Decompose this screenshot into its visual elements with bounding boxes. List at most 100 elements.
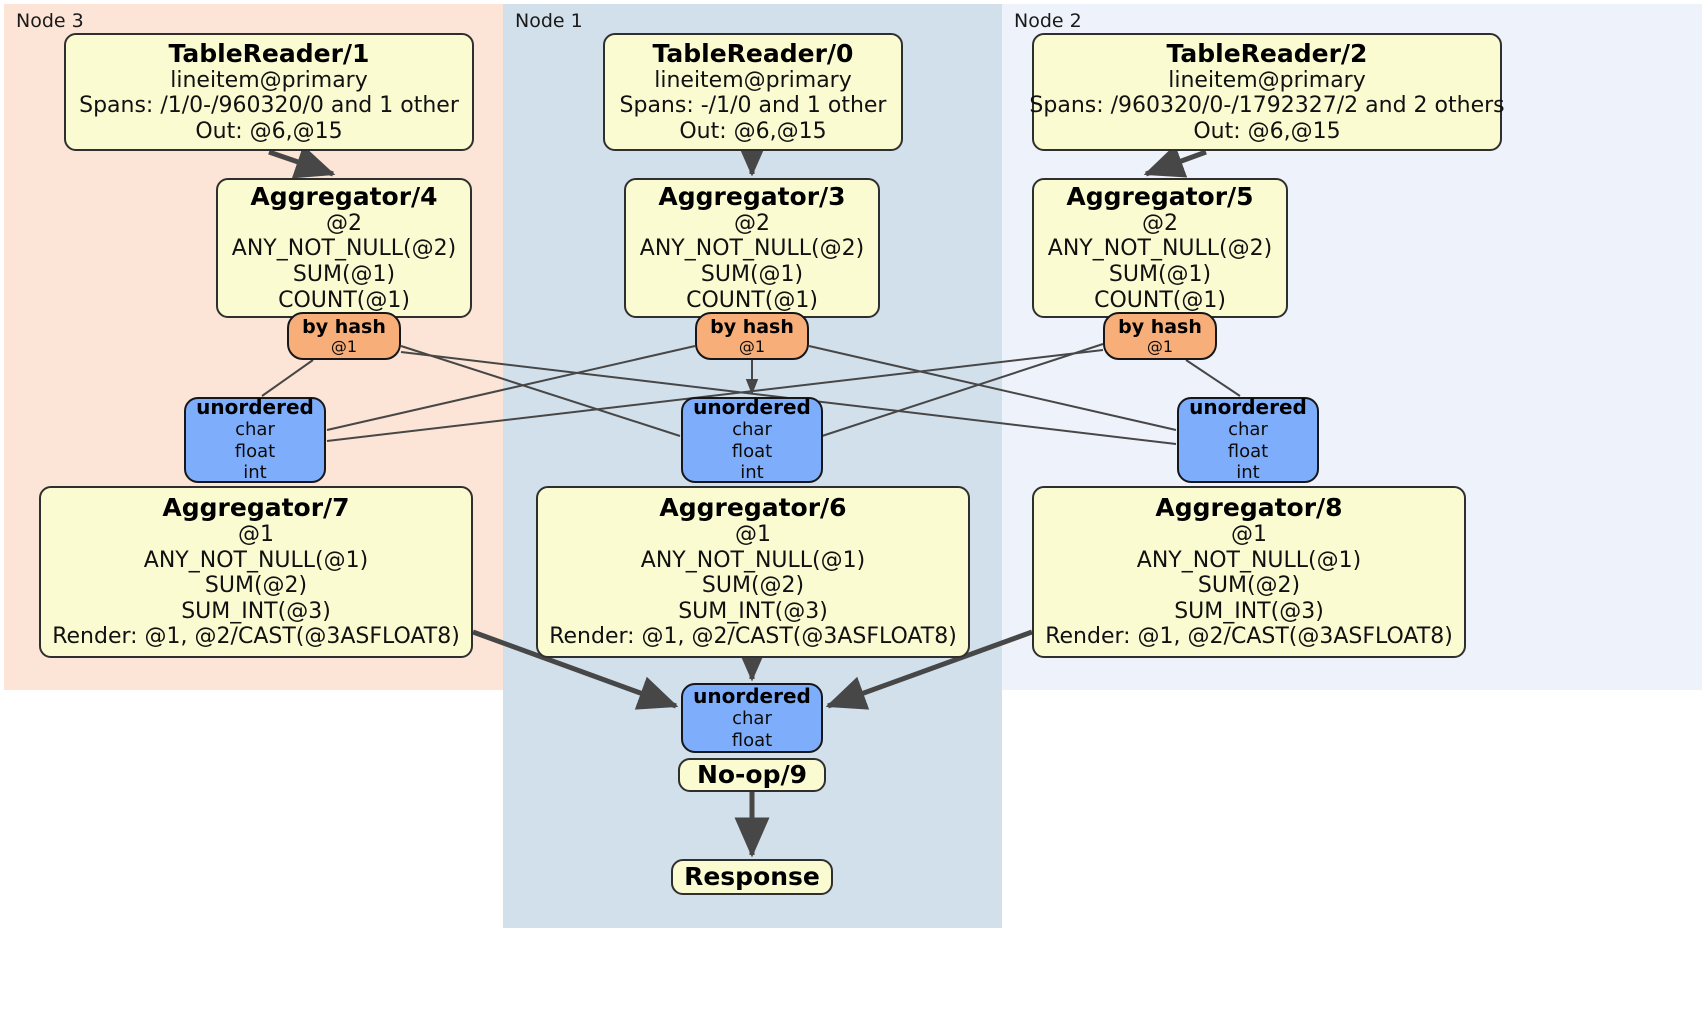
processor-detail-line: SUM(@2) [204, 573, 308, 599]
processor-detail-line: @1 [735, 522, 771, 548]
edge-hash5-unordered7 [326, 349, 1104, 442]
edge-agg8-unordered9 [825, 629, 1033, 710]
hash-router-detail-line: @1 [330, 336, 358, 356]
processor-detail-line: Out: @6,@15 [1193, 118, 1341, 144]
output-router-title: unordered [693, 683, 811, 708]
processor-response[interactable]: Response [671, 859, 833, 895]
edge-agg7-unordered9 [472, 629, 679, 710]
hash-router-hash4[interactable]: by hash@1 [287, 312, 401, 360]
processor-detail-line: ANY_NOT_NULL(@1) [640, 547, 866, 573]
router-edges [261, 343, 1241, 445]
output-router-detail-line: float [731, 729, 773, 751]
processor-detail-line: SUM_INT(@3) [181, 598, 331, 624]
processor-detail-line: SUM_INT(@3) [1174, 598, 1324, 624]
edge-hash4-unordered7 [261, 359, 314, 397]
processor-title: TableReader/2 [1166, 38, 1368, 68]
processor-detail-line: @2 [326, 210, 362, 236]
edge-hash5-unordered6 [821, 343, 1104, 437]
processor-title: Aggregator/7 [162, 493, 350, 523]
panel-label-node1: Node 1 [515, 10, 583, 32]
output-router-detail-line: char [732, 419, 772, 441]
edge-hash3-unordered7 [326, 345, 696, 431]
processor-detail-line: lineitem@primary [654, 67, 852, 93]
processor-title: Response [684, 862, 820, 891]
processor-detail-line: Out: @6,@15 [195, 118, 343, 144]
processor-detail-line: Spans: /960320/0-/1792327/2 and 2 others [1029, 93, 1505, 119]
processor-title: Aggregator/4 [250, 181, 438, 211]
hash-router-detail-line: @1 [738, 336, 766, 356]
processor-detail-line: SUM(@1) [292, 262, 396, 287]
hash-router-hash5[interactable]: by hash@1 [1103, 312, 1217, 360]
output-router-detail-line: float [1227, 440, 1269, 462]
processor-detail-line: Render: @1, @2/CAST(@3ASFLOAT8) [1045, 624, 1453, 650]
processor-detail-line: ANY_NOT_NULL(@2) [639, 236, 865, 262]
output-router-detail-line: char [235, 419, 275, 441]
processor-title: Aggregator/8 [1155, 493, 1343, 523]
processor-detail-line: COUNT(@1) [686, 287, 818, 313]
processor-detail-line: @2 [734, 210, 770, 236]
processor-detail-line: SUM(@1) [1108, 262, 1212, 287]
processor-detail-line: SUM_INT(@3) [678, 598, 828, 624]
processor-detail-line: lineitem@primary [1168, 67, 1366, 93]
hash-router-title: by hash [302, 315, 386, 338]
processor-detail-line: Render: @1, @2/CAST(@3ASFLOAT8) [52, 624, 460, 650]
output-router-title: unordered [1189, 395, 1307, 420]
processor-detail-line: @2 [1142, 210, 1178, 236]
panel-label-node2: Node 2 [1014, 10, 1082, 32]
hash-router-title: by hash [710, 315, 794, 338]
edge-hash4-unordered6 [400, 345, 681, 437]
output-router-detail-line: int [1236, 462, 1260, 484]
processor-detail-line: COUNT(@1) [1094, 287, 1226, 313]
edge-tr2-agg5 [1143, 144, 1207, 178]
output-router-detail-line: float [731, 440, 773, 462]
processor-edges [268, 136, 1207, 858]
edge-hash5-unordered8 [1185, 359, 1241, 397]
processor-detail-line: SUM(@2) [701, 573, 805, 599]
processor-title: TableReader/1 [168, 38, 370, 68]
processor-detail-line: Out: @6,@15 [679, 118, 827, 144]
edge-tr1-agg4 [268, 145, 336, 179]
processor-detail-line: COUNT(@1) [278, 287, 410, 313]
processor-detail-line: Spans: -/1/0 and 1 other [619, 93, 887, 119]
processor-title: No-op/9 [696, 760, 808, 789]
processor-detail-line: ANY_NOT_NULL(@1) [143, 547, 369, 573]
processor-title: Aggregator/6 [659, 493, 847, 523]
processor-detail-line: @1 [238, 522, 274, 548]
output-router-detail-line: int [740, 462, 764, 484]
processor-detail-line: ANY_NOT_NULL(@2) [231, 236, 457, 262]
processor-detail-line: @1 [1231, 522, 1267, 548]
processor-detail-line: Spans: /1/0-/960320/0 and 1 other [79, 93, 459, 119]
output-router-title: unordered [196, 395, 314, 420]
panel-label-node3: Node 3 [16, 10, 84, 32]
processor-noop9[interactable]: No-op/9 [678, 758, 826, 792]
processor-detail-line: lineitem@primary [170, 67, 368, 93]
processor-title: TableReader/0 [652, 38, 854, 68]
hash-router-hash3[interactable]: by hash@1 [695, 312, 809, 360]
processor-detail-line: ANY_NOT_NULL(@1) [1136, 547, 1362, 573]
edge-hash3-unordered8 [808, 345, 1177, 431]
output-router-detail-line: char [732, 707, 772, 729]
output-router-detail-line: float [234, 440, 276, 462]
output-router-detail-line: int [243, 462, 267, 484]
hash-router-title: by hash [1118, 315, 1202, 338]
processor-detail-line: ANY_NOT_NULL(@2) [1047, 236, 1273, 262]
processor-detail-line: Render: @1, @2/CAST(@3ASFLOAT8) [549, 624, 957, 650]
output-router-title: unordered [693, 395, 811, 420]
processor-detail-line: SUM(@1) [700, 262, 804, 287]
processor-detail-line: SUM(@2) [1197, 573, 1301, 599]
output-router-detail-line: char [1228, 419, 1268, 441]
hash-router-detail-line: @1 [1146, 336, 1174, 356]
